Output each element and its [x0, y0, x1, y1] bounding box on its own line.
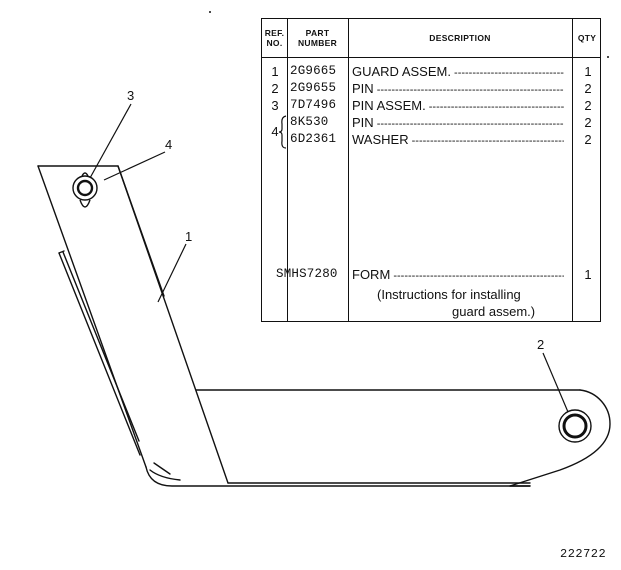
form-note-line-1: (Instructions for installing [377, 287, 521, 302]
header-ref-no: REF.NO. [264, 28, 285, 48]
pin-right-end [558, 409, 592, 443]
description: FORM [352, 266, 564, 285]
callout-2: 2 [537, 337, 545, 352]
group-brace [278, 115, 287, 149]
guard-vertical-arm [37, 165, 229, 484]
description: PIN ASSEM. [352, 97, 564, 116]
header-qty: QTY [577, 33, 597, 43]
description: WASHER [352, 131, 564, 150]
part-number: SMHS7280 [276, 267, 338, 281]
quantity: 2 [584, 81, 592, 96]
guard-fold-line [58, 252, 141, 456]
part-number: 6D2361 [290, 132, 337, 146]
quantity: 2 [584, 98, 592, 113]
callout-3: 3 [127, 88, 135, 103]
ref-number: 2 [271, 81, 279, 96]
table-row-form: SMHS7280 FORM 1 [262, 266, 600, 283]
guard-arm-side-edge [117, 165, 165, 297]
description: GUARD ASSEM. [352, 63, 564, 82]
ref-number: 4 [271, 124, 279, 139]
leader-line-4 [103, 151, 166, 181]
table-row: 2 2G9655 PIN 2 [262, 80, 600, 97]
quantity: 2 [584, 115, 592, 130]
guard-arm-end [509, 389, 611, 487]
leader-line-1 [157, 243, 187, 303]
table-row: 6D2361 WASHER 2 [262, 131, 600, 148]
table-row: 4 8K530 PIN 2 [262, 114, 600, 139]
part-number: 7D7496 [290, 98, 337, 112]
table-row: 1 2G9665 GUARD ASSEM. 1 [262, 63, 600, 80]
leader-line-3 [89, 103, 132, 179]
callout-1: 1 [185, 229, 193, 244]
part-number: 2G9655 [290, 81, 337, 95]
quantity: 1 [584, 64, 592, 79]
header-description: DESCRIPTION [429, 33, 491, 43]
callout-4: 4 [165, 137, 173, 152]
part-number: 8K530 [290, 115, 329, 129]
form-note-line-2: guard assem.) [452, 304, 536, 319]
guard-bottom-bend [145, 466, 531, 487]
quantity: 2 [584, 132, 592, 147]
figure-number: 222722 [560, 547, 607, 561]
ref-number: 1 [271, 64, 279, 79]
leader-line-2 [542, 352, 569, 413]
guard-fold-line-2 [62, 251, 140, 442]
description: PIN [352, 80, 564, 99]
guard-arm-front-edge [37, 165, 147, 468]
description: PIN [352, 114, 564, 133]
pin-assembly-top [72, 172, 98, 208]
table-row: 3 7D7496 PIN ASSEM. 2 [262, 97, 600, 114]
part-number: 2G9665 [290, 64, 337, 78]
quantity: 1 [584, 267, 592, 282]
ref-number: 3 [271, 98, 279, 113]
